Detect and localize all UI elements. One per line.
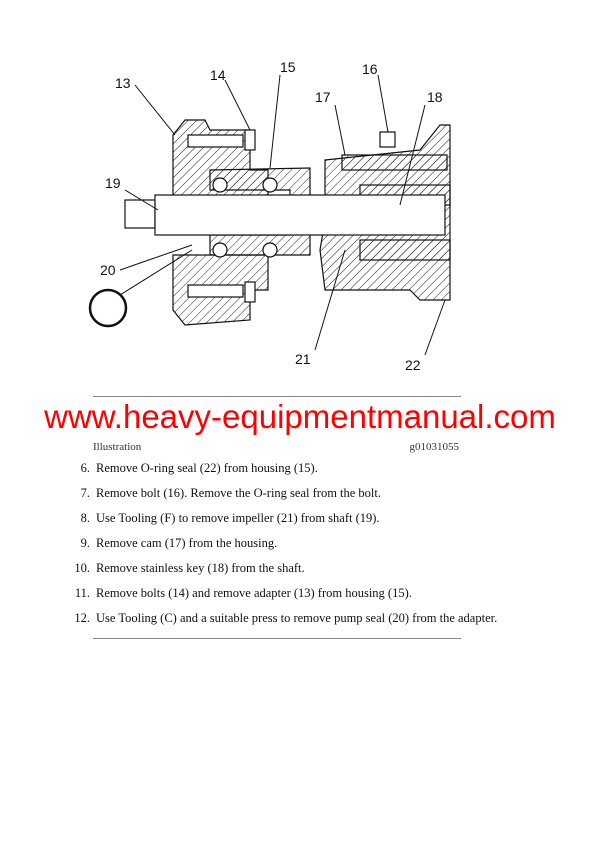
callout-16: 16 — [362, 61, 378, 77]
step-item: 12.Use Tooling (C) and a suitable press … — [74, 611, 498, 625]
top-divider — [93, 396, 461, 397]
figure-caption: Illustration g01031055 — [93, 440, 461, 454]
step-item: 9.Remove cam (17) from the housing. — [80, 536, 278, 550]
callout-13: 13 — [115, 75, 131, 91]
callout-14: 14 — [210, 67, 226, 83]
step-item: 10.Remove stainless key (18) from the sh… — [74, 561, 305, 575]
callout-17: 17 — [315, 89, 331, 105]
callout-21: 21 — [295, 351, 311, 367]
callout-18: 18 — [427, 89, 443, 105]
caption-label: Illustration — [93, 441, 142, 453]
watermark: www.heavy-equipmentmanual.com — [44, 398, 556, 435]
callout-15: 15 — [280, 59, 296, 75]
caption-id: g01031055 — [409, 441, 460, 453]
step-item: 11.Remove bolts (14) and remove adapter … — [74, 586, 412, 600]
callout-22: 22 — [405, 357, 421, 373]
step-item: 7.Remove bolt (16). Remove the O-ring se… — [80, 486, 382, 500]
step-item: 6.Remove O-ring seal (22) from housing (… — [80, 461, 318, 475]
pump-cross-section-illustration: 13 14 15 16 17 18 19 20 21 22 — [88, 59, 451, 373]
bottom-divider — [93, 638, 461, 639]
step-item: 8.Use Tooling (F) to remove impeller (21… — [80, 511, 380, 525]
callout-19: 19 — [105, 175, 121, 191]
callout-20: 20 — [100, 262, 116, 278]
step-list: 6.Remove O-ring seal (22) from housing (… — [70, 460, 497, 635]
